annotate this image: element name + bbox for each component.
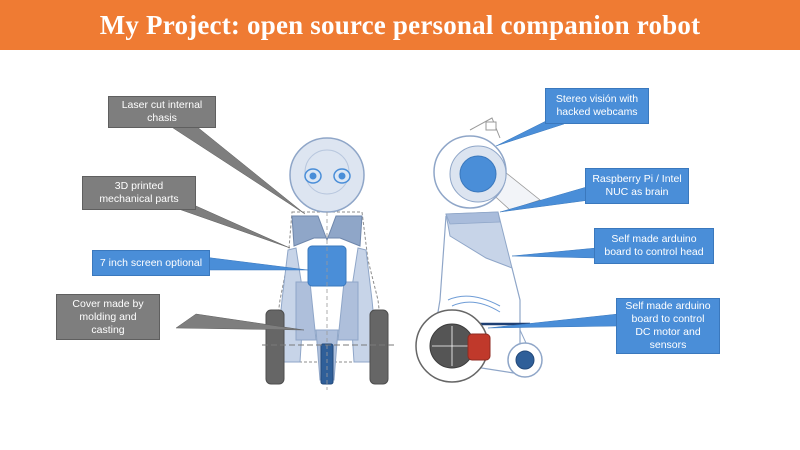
callout-text: 7 inch screen optional (99, 256, 203, 269)
callout-arduino-motor: Self made arduino board to control DC mo… (616, 298, 720, 354)
callout-text: Laser cut internal chasis (121, 99, 203, 124)
left-wheel (265, 309, 285, 385)
callout-text: 3D printed mechanical parts (99, 180, 179, 205)
callout-text: Self made arduino board to control DC mo… (625, 300, 711, 351)
callout-text: Stereo visión with hacked webcams (555, 93, 639, 118)
callout-arduino-head: Self made arduino board to control head (594, 228, 714, 264)
callout-screen-optional: 7 inch screen optional (92, 250, 210, 276)
callout-stereo-vision: Stereo visión with hacked webcams (545, 88, 649, 124)
callout-raspberry-pi: Raspberry Pi / Intel NUC as brain (585, 168, 689, 204)
dc-motor (467, 333, 491, 361)
right-pointers (487, 111, 619, 329)
front-head (289, 137, 365, 213)
front-view-robot (262, 137, 395, 390)
left-pointers (169, 125, 306, 331)
side-view-robot (415, 117, 543, 383)
page-title: My Project: open source personal compani… (99, 9, 701, 40)
callout-cover-molding: Cover made by molding and casting (56, 294, 160, 340)
right-wheel (369, 309, 389, 385)
title-bar: My Project: open source personal compani… (0, 0, 800, 50)
callout-text: Cover made by molding and casting (72, 297, 144, 336)
callout-laser-cut-chasis: Laser cut internal chasis (108, 96, 216, 128)
front-screen (307, 245, 347, 287)
callout-3d-printed-parts: 3D printed mechanical parts (82, 176, 196, 210)
callout-text: Raspberry Pi / Intel NUC as brain (592, 173, 682, 198)
callout-text: Self made arduino board to control head (604, 233, 704, 258)
